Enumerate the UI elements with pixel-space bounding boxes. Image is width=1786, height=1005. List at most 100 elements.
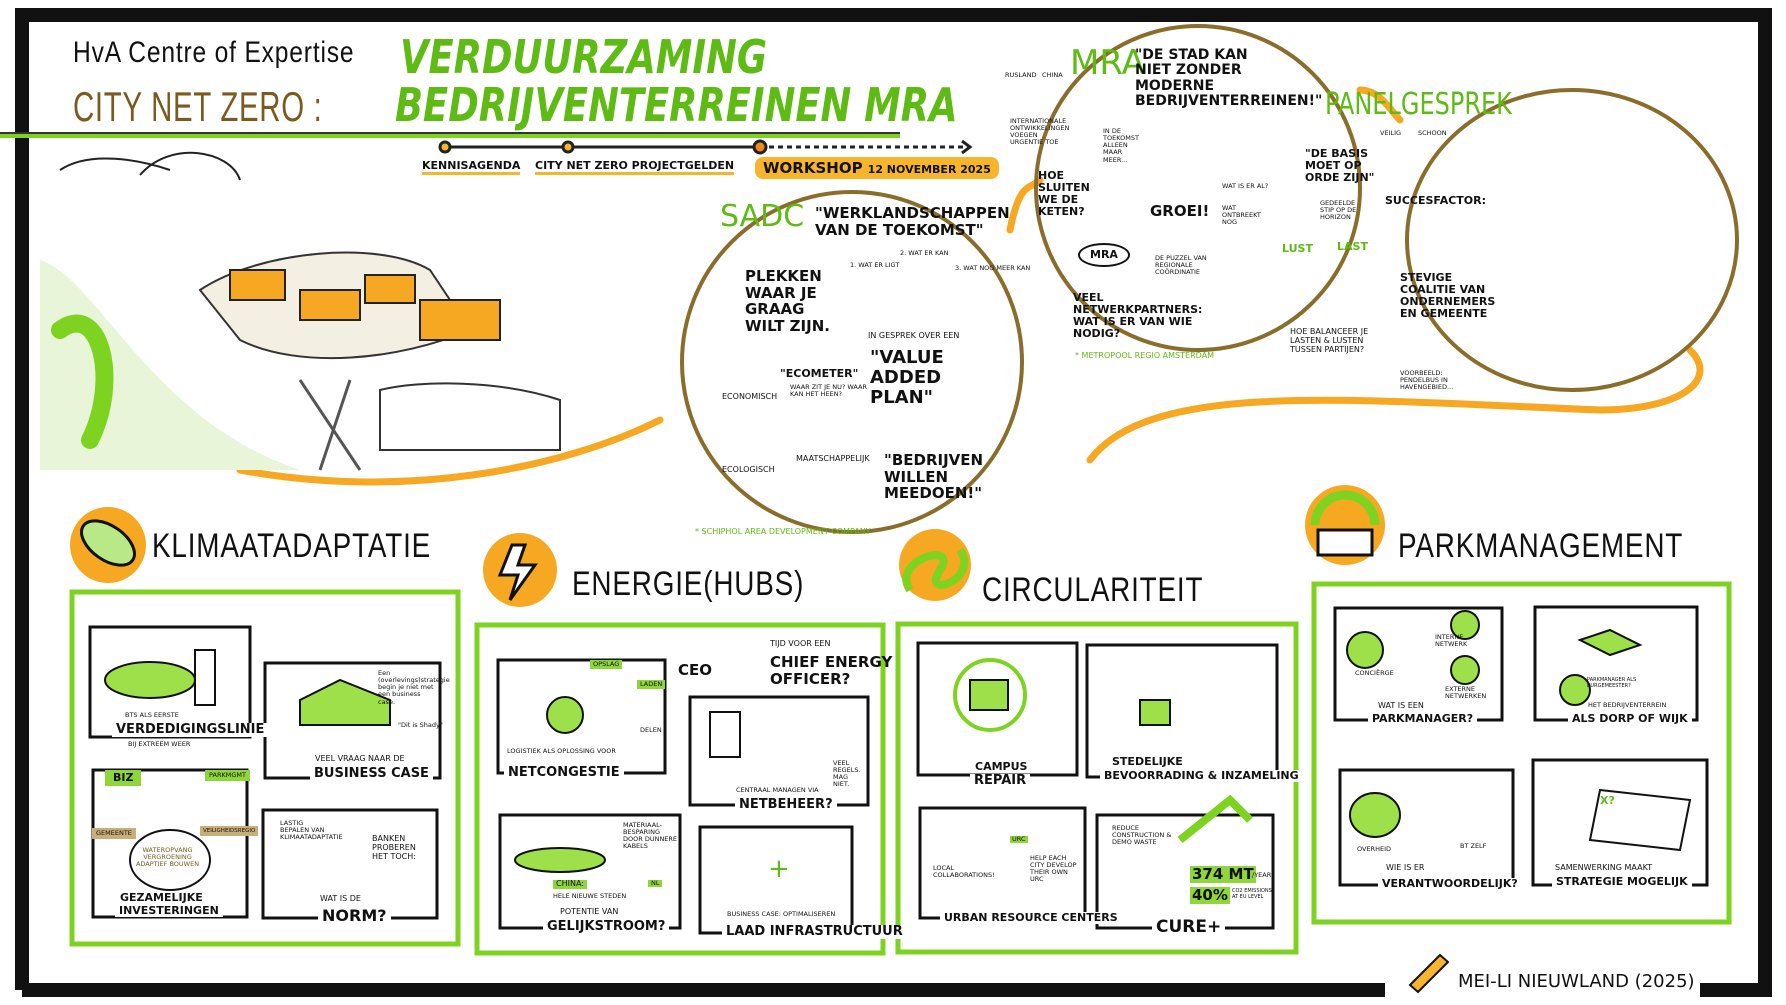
energie-p3-china-cities: HELE NIEUWE STEDEN [553, 892, 627, 900]
sadc-step-1: 1. WAT ER LIGT [850, 261, 900, 269]
park-p3-bt-zelf: BT ZELF [1460, 842, 1487, 850]
park-p1-line2: PARKMANAGER? [1368, 712, 1478, 726]
mra-intl: INTERNATIONALE ONTWIKKELINGEN VOEGEN URG… [1010, 117, 1070, 147]
mra-rusland: RUSLAND [1005, 71, 1037, 79]
circulair-p2-line1: STEDELIJKE [1112, 755, 1183, 768]
sadc-ecometer: "ECOMETER" [780, 367, 859, 380]
circulair-p3-local: LOCAL COLLABORATIONS! [933, 864, 995, 880]
park-title: PARKMANAGEMENT [1398, 527, 1684, 565]
sadc-ecologisch: ECOLOGISCH [722, 465, 775, 474]
sadc-footnote: * SCHIPHOL AREA DEVELOPMENT COMPANY [695, 527, 871, 536]
panel-veilig: VEILIG [1380, 129, 1402, 137]
klimaat-p4-cloud: LASTIG BEPALEN VAN KLIMAATADAPTATIE [280, 819, 343, 842]
park-p3-line2: VERANTWOORDELIJK? [1378, 877, 1522, 891]
circulair-p2-line2: BEVOORRADING & INZAMELING [1100, 769, 1303, 783]
klimaat-p4-line2: NORM? [318, 907, 391, 925]
energie-p1-delen: DELEN [640, 726, 662, 734]
panel-last: LAST [1337, 240, 1368, 253]
klimaat-title: KLIMAATADAPTATIE [152, 527, 432, 565]
sadc-step-2: 2. WAT ER KAN [900, 249, 949, 257]
energie-p1-line1: LOGISTIEK ALS OPLOSSING VOOR [507, 747, 616, 755]
mra-keten: HOE SLUITEN WE DE KETEN? [1038, 169, 1090, 219]
panel-sketches [104, 610, 1692, 891]
circulair-p4-per-year: /YEAR [1252, 871, 1272, 879]
klimaat-p3-parkmgmt: PARKMGMT [205, 770, 250, 782]
panel-succes: SUCCESFACTOR: [1385, 194, 1486, 207]
sadc-step-3: 3. WAT NOG MEER KAN [955, 264, 1031, 272]
klimaat-p2-line2: BUSINESS CASE [310, 766, 433, 782]
org-name: HvA Centre of Expertise [73, 36, 355, 69]
sadc-maatschappelijk: MAATSCHAPPELIJK [796, 454, 870, 463]
panel-quote: "DE BASIS MOET OP ORDE ZIJN" [1305, 147, 1375, 185]
circulair-p1-line2: REPAIR [970, 773, 1031, 789]
mra-quote: "DE STAD KAN NIET ZONDER MODERNE BEDRIJV… [1135, 47, 1323, 110]
park-p2-burgemeester: PARKMANAGER ALS BURGEMEESTER? [1587, 677, 1637, 689]
section-icons [70, 485, 1385, 607]
mra-question-2: WAT ONTBREEKT NOG [1222, 204, 1261, 227]
klimaat-p2-bubble: "Dit is Shady" [398, 721, 443, 729]
klimaat-p2-line1: VEEL VRAAG NAAR DE [315, 754, 405, 763]
mra-china: CHINA [1042, 71, 1063, 79]
energie-p2-regels: VEEL REGELS. MAG NIET. [833, 759, 861, 789]
mra-groei: GROEI! [1150, 202, 1210, 220]
pencil-icon [1408, 953, 1450, 994]
circulair-p3-help: HELP EACH CITY DEVELOP THEIR OWN URC [1030, 854, 1077, 884]
klimaat-p1-line1: BTS ALS EERSTE [125, 711, 179, 719]
park-p3-overheid: OVERHEID [1357, 845, 1391, 853]
energie-ceo-line2: CHIEF ENERGY [770, 653, 893, 671]
mra-partners: VEEL NETWERKPARTNERS: WAT IS ER VAN WIE … [1073, 291, 1203, 341]
energie-p2-line1: CENTRAAL MANAGEN VIA [736, 786, 819, 794]
mra-footnote: * METROPOOL REGIO AMSTERDAM [1075, 351, 1215, 360]
workshop-date: 12 NOVEMBER 2025 [867, 163, 991, 176]
sadc-quote-2: "BEDRIJVEN WILLEN MEEDOEN!" [884, 451, 984, 502]
energie-title: ENERGIE(HUBS) [572, 565, 805, 603]
energie-p3-materiaal: MATERIAAL-BESPARING DOOR DUNNERE KABELS [623, 821, 678, 851]
circulair-p1-line1: CAMPUS [975, 760, 1028, 773]
mra-question-1: WAT IS ER AL? [1222, 182, 1269, 190]
circulair-p4-line1: CURE+ [1152, 918, 1226, 937]
klimaat-p1-line3: BIJ EXTREEM WEER [128, 740, 191, 748]
mra-circle [1034, 24, 1362, 352]
panel-schoon: SCHOON [1418, 129, 1447, 137]
park-p1-extern: EXTERNE NETWERKEN [1445, 685, 1487, 701]
park-p2-line1: HET BEDRIJVENTERREIN [1588, 701, 1667, 709]
klimaat-p3-bag: WATEROPVANG VERGROENING ADAPTIEF BOUWEN [135, 846, 200, 869]
circulair-p4-co2: CO2 EMISSIONS AT EU LEVEL [1232, 888, 1272, 900]
landscape-illustration [40, 151, 561, 471]
energie-p4-plus: + [768, 854, 790, 884]
energie-p3-line1: POTENTIE VAN [560, 907, 619, 916]
klimaat-p3-biz: BIZ [105, 770, 142, 787]
energie-ceo-line3: OFFICER? [770, 670, 851, 688]
panel-coalitie: STEVIGE COALITIE VAN ONDERNEMERS EN GEME… [1400, 271, 1496, 321]
energie-p4-line2: LAAD INFRASTRUCTUUR [722, 924, 907, 940]
mra-toekomst: IN DE TOEKOMST ALLEEN MAAR MEER... [1103, 127, 1139, 164]
workshop-label: WORKSHOP [763, 159, 863, 177]
circulair-p3-line1: URBAN RESOURCE CENTERS [940, 911, 1122, 925]
energie-p1-line2: NETCONGESTIE [504, 765, 624, 781]
klimaat-p3-veiligheidsregio: VEILIGHEIDSREGIO [200, 826, 259, 837]
klimaat-p2-note: Een (overlevings)strategie begin je niet… [378, 669, 450, 706]
circulair-p4-reduce: REDUCE CONSTRUCTION & DEMO WASTE [1112, 824, 1172, 847]
topic-circles [680, 24, 1739, 534]
energie-ceo-line1: TIJD VOOR EEN [770, 639, 831, 648]
energie-p2-line2: NETBEHEER? [735, 797, 837, 813]
sadc-circle [680, 190, 1024, 534]
panel-voorbeeld: VOORBEELD: PENDELBUS IN HAVENGEBIED... [1400, 369, 1454, 392]
timeline-step-1: KENNISAGENDA [422, 159, 521, 176]
sadc-quote: "WERKLANDSCHAPPEN VAN DE TOEKOMST" [815, 204, 1010, 239]
energie-p4-line1: BUSINESS CASE: OPTIMALISEREN [727, 910, 836, 918]
panel-title: PANELGESPREK [1325, 87, 1512, 122]
program-name: CITY NET ZERO : [73, 83, 323, 130]
sadc-ecometer-question: WAAR ZIT JE NU? WAAR KAN HET HEEN? [790, 383, 868, 399]
energie-p1-opslag: OPSLAG [590, 660, 623, 670]
section-boxes [69, 581, 1732, 956]
mra-puzzel: DE PUZZEL VAN REGIONALE COÖRDINATIE [1155, 254, 1207, 277]
circulair-p4-mt: 374 MT [1190, 865, 1256, 883]
panel-circle [1405, 88, 1739, 392]
energie-p1-laden: LADEN [637, 680, 666, 690]
circulair-p4-pct: 40% [1190, 886, 1230, 904]
park-p2-line2: ALS DORP OF WIJK [1568, 712, 1692, 726]
panel-balans: HOE BALANCEER JE LASTEN & LUSTEN TUSSEN … [1290, 327, 1369, 354]
klimaat-p4-banken: BANKEN PROBEREN HET TOCH: [372, 834, 416, 861]
